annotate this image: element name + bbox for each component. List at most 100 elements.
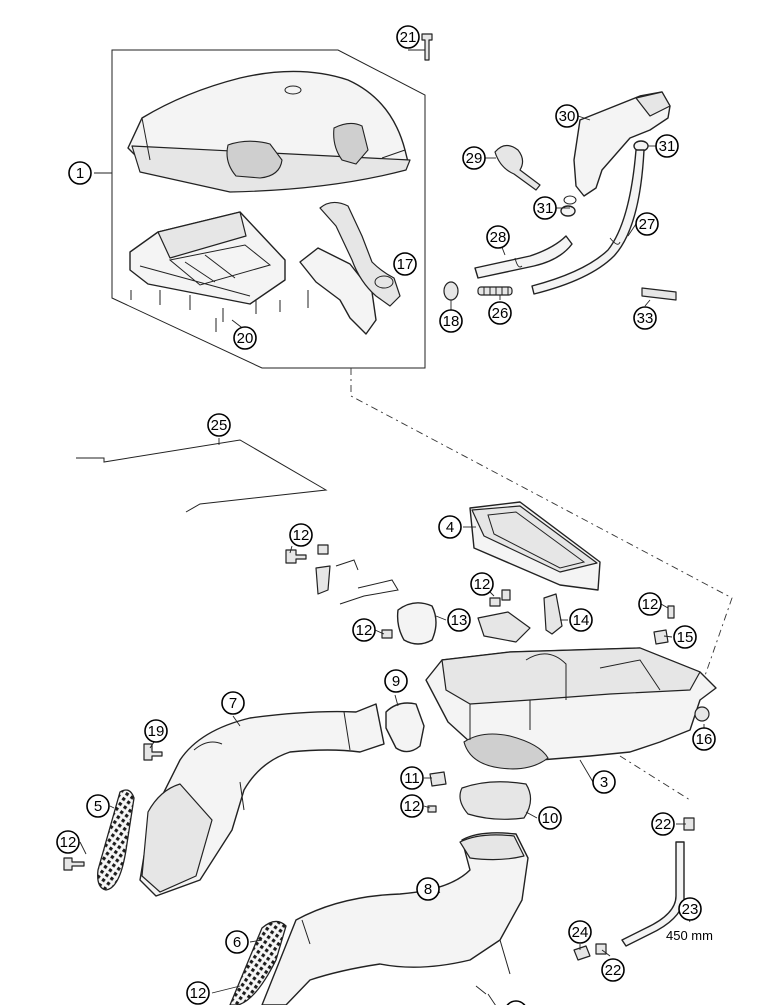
callout-label: 31 xyxy=(537,200,554,217)
callout-circle xyxy=(225,930,249,954)
callout-circle xyxy=(384,669,408,693)
callout-label: 16 xyxy=(696,731,713,748)
callout-bubble: 22 xyxy=(651,812,675,836)
callout-bubble: 8 xyxy=(416,877,440,901)
callout-circle xyxy=(439,309,463,333)
callout-bubble: 12 xyxy=(186,981,210,1005)
callout-bubble: 23 xyxy=(678,897,702,921)
callout-label: 4 xyxy=(446,519,454,536)
callout-circle xyxy=(692,727,716,751)
callout-bubble: 4 xyxy=(438,515,462,539)
callout-bubble: 17 xyxy=(393,252,417,276)
callout-bubble: 19 xyxy=(506,1000,526,1005)
callout-circle xyxy=(462,146,486,170)
callout-bubble: 14 xyxy=(569,608,593,632)
callout-circle xyxy=(673,625,697,649)
callout-label: 1 xyxy=(76,165,84,182)
callout-circle xyxy=(592,770,616,794)
callout-label: 19 xyxy=(148,723,165,740)
callout-label: 29 xyxy=(466,150,483,167)
callout-circle xyxy=(678,897,702,921)
callout-circle xyxy=(638,592,662,616)
callout-bubble: 22 xyxy=(601,958,625,982)
mesh-screen-6 xyxy=(229,920,287,1005)
callout-label: 21 xyxy=(400,29,417,46)
callout-label: 25 xyxy=(211,417,228,434)
callout-label: 12 xyxy=(60,834,77,851)
callout-bubble: 15 xyxy=(673,625,697,649)
callout-label: 27 xyxy=(639,216,656,233)
mesh-screen-5 xyxy=(97,789,135,891)
callout-label: 22 xyxy=(605,962,622,979)
filter-cage xyxy=(129,211,309,332)
callout-circle xyxy=(555,104,579,128)
callout-circle xyxy=(393,252,417,276)
callout-label: 12 xyxy=(356,622,373,639)
callout-label: 8 xyxy=(424,881,432,898)
callout-bubble: 27 xyxy=(635,212,659,236)
assembly-frame xyxy=(111,49,426,369)
callout-label: 11 xyxy=(404,770,420,787)
callout-bubble: 24 xyxy=(568,920,592,944)
callout-bubble: 26 xyxy=(488,301,512,325)
intake-duct-8 xyxy=(261,832,529,1005)
callout-bubble: 16 xyxy=(692,727,716,751)
callout-bubble: 7 xyxy=(221,691,245,715)
callout-circle xyxy=(289,523,313,547)
callout-bubble: 31 xyxy=(533,196,557,220)
callout-label: 13 xyxy=(451,612,468,629)
callout-label: 12 xyxy=(474,576,491,593)
callout-bubble: 21 xyxy=(396,25,420,49)
callout-bubble: 18 xyxy=(439,309,463,333)
callout-circle xyxy=(486,225,510,249)
callout-bubble: 12 xyxy=(289,523,313,547)
callout-bubble: 5 xyxy=(86,794,110,818)
callout-circle xyxy=(568,920,592,944)
callout-label: 10 xyxy=(542,810,559,827)
callout-bubble: 28 xyxy=(486,225,510,249)
hose-length-note: 450 mm xyxy=(666,928,713,943)
foam-pad-33 xyxy=(641,287,677,301)
callout-label: 6 xyxy=(233,934,241,951)
callout-label: 12 xyxy=(404,798,421,815)
callout-circle xyxy=(655,134,679,158)
callout-bubble: 9 xyxy=(384,669,408,693)
callout-circle xyxy=(633,306,657,330)
callout-bubble: 1 xyxy=(68,161,92,185)
seal-10 xyxy=(459,781,532,820)
callout-circle xyxy=(569,608,593,632)
callout-label: 26 xyxy=(492,305,509,322)
callout-circle xyxy=(207,413,231,437)
callout-label: 23 xyxy=(682,901,699,918)
callout-circle xyxy=(352,618,376,642)
callout-circle xyxy=(400,766,424,790)
breather-assembly xyxy=(299,201,401,335)
callout-bubble: 19 xyxy=(144,719,168,743)
callout-label: 33 xyxy=(637,310,654,327)
callout-bubble: 12 xyxy=(400,794,424,818)
breather-tank xyxy=(563,91,671,205)
callout-circle xyxy=(68,161,92,185)
spring-26 xyxy=(477,286,513,296)
callout-label: 24 xyxy=(572,924,589,941)
callout-bubble: 33 xyxy=(633,306,657,330)
callout-circle xyxy=(86,794,110,818)
plug-24 xyxy=(573,945,591,961)
callout-circle xyxy=(416,877,440,901)
callout-circle xyxy=(221,691,245,715)
callout-bubble: 12 xyxy=(352,618,376,642)
callout-bubble: 30 xyxy=(555,104,579,128)
screws-group xyxy=(63,544,675,871)
clamp-18 xyxy=(443,281,459,301)
callout-circle xyxy=(506,1000,526,1005)
callout-label: 15 xyxy=(677,629,694,646)
wire-25 xyxy=(76,439,328,513)
airbox-housing xyxy=(425,647,717,770)
callout-label: 3 xyxy=(600,774,608,791)
callout-circle xyxy=(470,572,494,596)
callout-label: 9 xyxy=(392,673,400,690)
callout-circle xyxy=(233,326,257,350)
callout-label: 14 xyxy=(573,612,590,629)
